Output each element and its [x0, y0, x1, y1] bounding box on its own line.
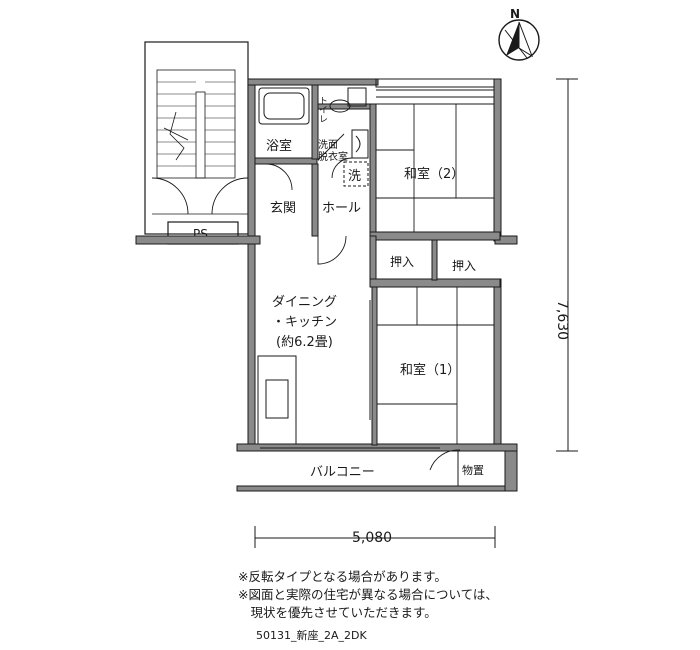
washitsu-2-label: 和室（2） — [404, 166, 464, 182]
height-dimension-label: 7,630 — [554, 300, 570, 340]
tatami-2 — [376, 104, 494, 232]
north-compass-icon: N — [498, 7, 540, 61]
interior-walls — [254, 84, 501, 446]
closet-b-label: 押入 — [452, 259, 476, 273]
dining-kitchen-line1: ダイニング — [272, 295, 337, 310]
washer-space — [343, 161, 369, 187]
compass-north-label: N — [510, 7, 520, 21]
washroom-label-line2: 脱衣室 — [318, 150, 348, 163]
note-line-2: ※図面と実際の住宅が異なる場合については、 — [238, 587, 498, 602]
toilet-fixture — [329, 87, 367, 113]
plan-code: 50131_新座_2A_2DK — [256, 629, 367, 642]
washbasin — [351, 129, 369, 159]
dining-kitchen-line3: (約6.2畳) — [276, 335, 333, 350]
closet-a-label: 押入 — [390, 255, 414, 269]
stairwell — [144, 41, 249, 235]
washer-label: 洗 — [348, 169, 361, 184]
kitchen-counter — [257, 355, 297, 445]
storage-label: 物置 — [462, 463, 484, 477]
washitsu-1-label: 和室（1） — [400, 362, 460, 378]
tatami-1 — [377, 287, 494, 444]
bath-label: 浴室 — [266, 138, 292, 154]
entrance-label: 玄関 — [270, 201, 296, 216]
washroom-label-line1: 洗面 — [318, 139, 338, 151]
width-dimension-label: 5,080 — [352, 530, 392, 546]
dimension-lines — [254, 78, 578, 548]
dining-kitchen-line2: ・キッチン — [272, 315, 337, 330]
balcony-label: バルコニー — [310, 465, 375, 480]
toilet-label: トイレ — [317, 96, 328, 123]
note-line-1: ※反転タイプとなる場合があります。 — [238, 569, 447, 584]
hall-label: ホール — [322, 201, 361, 216]
note-line-3: 現状を優先させていただきます。 — [238, 605, 437, 620]
bathtub — [258, 87, 310, 125]
